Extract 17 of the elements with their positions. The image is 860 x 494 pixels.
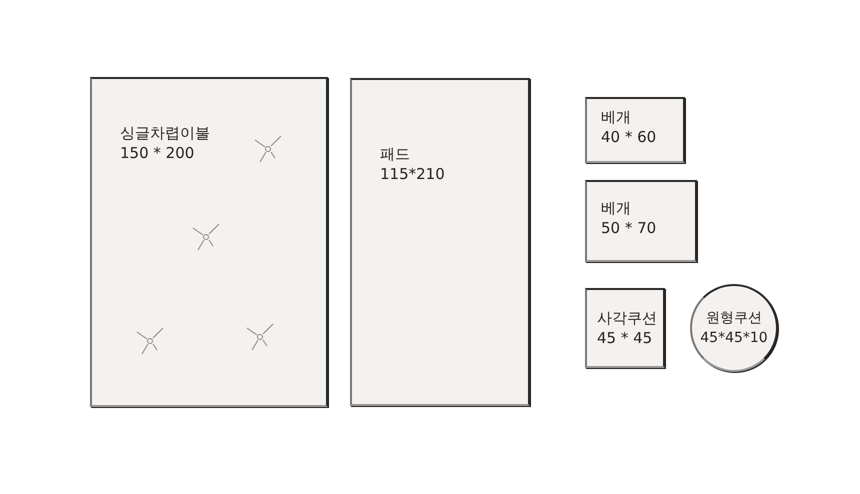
square-cushion — [585, 288, 665, 368]
mattress-pad — [350, 78, 530, 406]
item-name: 원형쿠션 — [705, 309, 763, 328]
item-name: 패드 — [380, 144, 410, 164]
size-label: 45 * 45 — [597, 328, 652, 348]
item-name: 베개 — [601, 107, 631, 127]
pillow — [585, 97, 685, 163]
size-label: 45*45*10 — [699, 329, 769, 348]
item-name: 사각쿠션 — [597, 308, 657, 328]
size-label: 40 * 60 — [601, 127, 656, 147]
size-label: 50 * 70 — [601, 218, 656, 238]
quilted-blanket — [90, 77, 328, 407]
size-label: 115*210 — [380, 164, 445, 184]
item-name: 싱글차렵이불 — [120, 123, 210, 143]
pillow — [585, 180, 697, 262]
size-label: 150 * 200 — [120, 143, 194, 163]
item-name: 베개 — [601, 198, 631, 218]
